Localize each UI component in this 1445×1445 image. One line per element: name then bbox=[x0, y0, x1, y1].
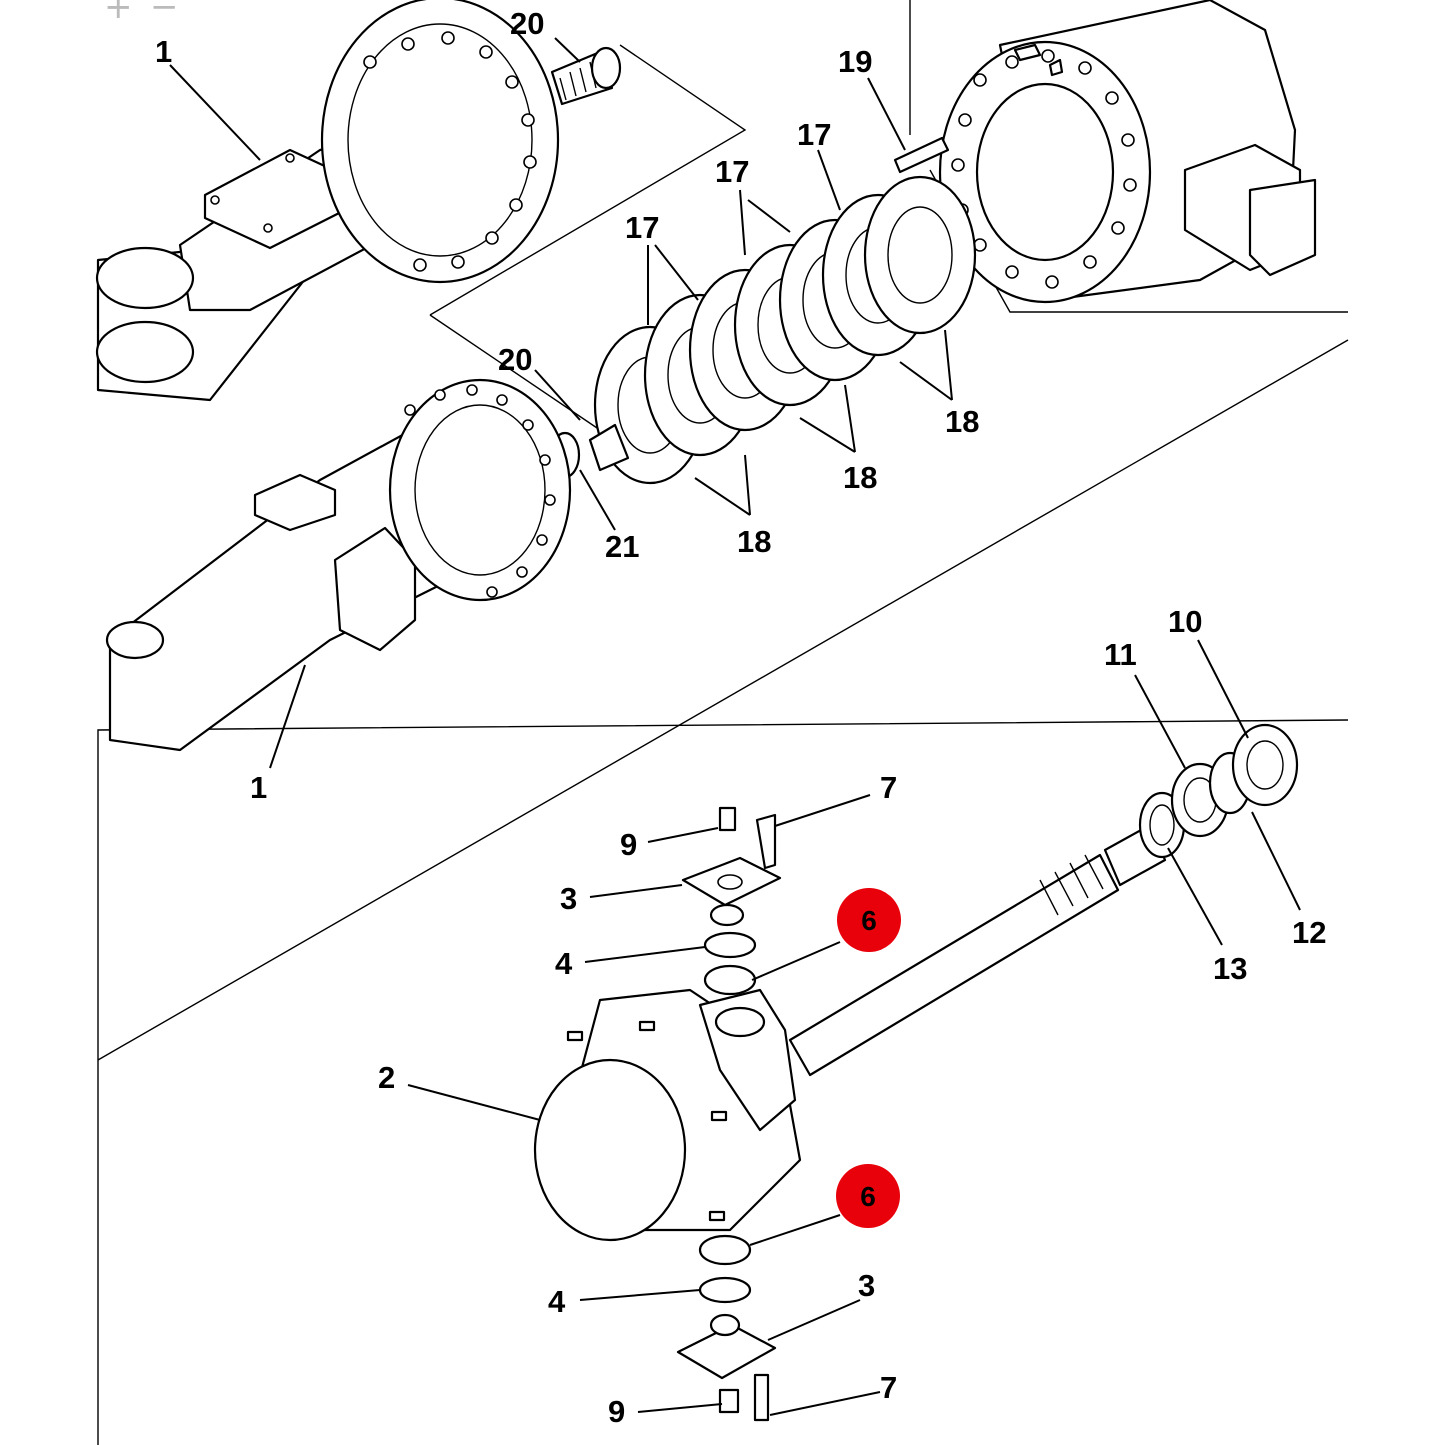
callout-17-right[interactable]: 17 bbox=[797, 117, 831, 152]
callout-20-upper[interactable]: 20 bbox=[510, 6, 544, 41]
bearing-set-upper-right bbox=[1138, 723, 1299, 859]
lower-kingpin-stack bbox=[676, 1234, 777, 1422]
shaft-20-upper bbox=[550, 46, 622, 106]
upper-kingpin-stack bbox=[681, 806, 782, 996]
callout-3-upper[interactable]: 3 bbox=[560, 881, 577, 916]
callout-labels: 1 20 19 17 17 17 20 18 18 21 18 1 10 11 … bbox=[155, 6, 1326, 1429]
callout-21[interactable]: 21 bbox=[605, 529, 639, 564]
callout-9-lower[interactable]: 9 bbox=[608, 1394, 625, 1429]
callout-20-lower[interactable]: 20 bbox=[498, 342, 532, 377]
callout-1-lower[interactable]: 1 bbox=[250, 770, 267, 805]
highlight-6-upper[interactable]: 6 bbox=[837, 888, 901, 952]
zoom-toolbar[interactable]: + − bbox=[104, 0, 179, 27]
callout-18-middle[interactable]: 18 bbox=[843, 460, 877, 495]
plus-icon[interactable]: + bbox=[104, 0, 133, 27]
callout-18-left[interactable]: 18 bbox=[737, 524, 771, 559]
callout-4-upper[interactable]: 4 bbox=[555, 946, 573, 981]
highlight-6-upper-label: 6 bbox=[861, 905, 877, 936]
pin-19 bbox=[893, 136, 950, 174]
callout-1-upper[interactable]: 1 bbox=[155, 34, 172, 69]
callout-17-left[interactable]: 17 bbox=[625, 210, 659, 245]
highlight-6-lower-label: 6 bbox=[860, 1181, 876, 1212]
callout-3-lower[interactable]: 3 bbox=[858, 1268, 875, 1303]
brake-disc-stack bbox=[593, 175, 977, 485]
callout-11[interactable]: 11 bbox=[1104, 637, 1137, 672]
splined-shaft-20-lower bbox=[588, 423, 630, 472]
axle-shaft bbox=[788, 823, 1167, 1077]
callout-18-right[interactable]: 18 bbox=[945, 404, 979, 439]
leader-lines bbox=[169, 37, 1301, 1416]
callout-4-lower[interactable]: 4 bbox=[548, 1284, 566, 1319]
differential-housing bbox=[938, 0, 1317, 304]
axle-housing-upper bbox=[95, 0, 560, 402]
highlight-marker[interactable] bbox=[837, 888, 901, 952]
minus-icon[interactable]: − bbox=[150, 0, 179, 27]
axle-housing-lower bbox=[105, 378, 572, 752]
callout-9-upper[interactable]: 9 bbox=[620, 827, 637, 862]
callout-17-middle[interactable]: 17 bbox=[715, 154, 749, 189]
flange-bolt-holes-upper bbox=[363, 31, 537, 272]
disc-7 bbox=[863, 175, 977, 335]
callout-13[interactable]: 13 bbox=[1213, 951, 1247, 986]
flange-bolt-holes-lower bbox=[404, 384, 556, 598]
callout-12[interactable]: 12 bbox=[1292, 915, 1326, 950]
wheel-hub-2 bbox=[533, 988, 802, 1242]
highlight-6-lower[interactable]: 6 bbox=[836, 1164, 900, 1228]
callout-7-upper[interactable]: 7 bbox=[880, 770, 897, 805]
callout-2[interactable]: 2 bbox=[378, 1060, 395, 1095]
highlight-marker[interactable] bbox=[836, 1164, 900, 1228]
callout-10[interactable]: 10 bbox=[1168, 604, 1202, 639]
callout-7-lower[interactable]: 7 bbox=[880, 1370, 897, 1405]
callout-19[interactable]: 19 bbox=[838, 44, 872, 79]
